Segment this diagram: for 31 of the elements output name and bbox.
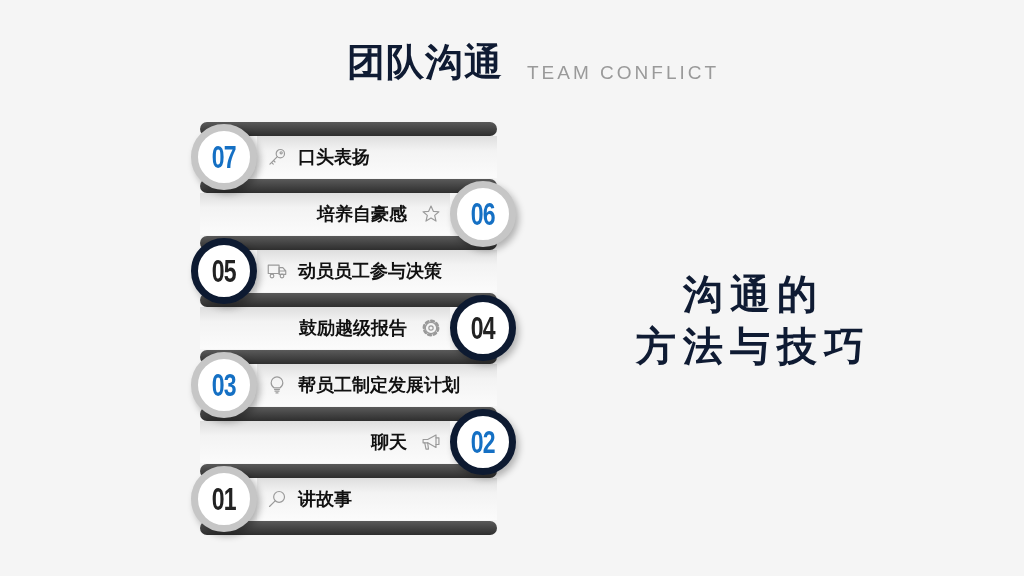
step-number: 02 (470, 426, 496, 458)
step-number: 06 (470, 198, 496, 230)
step-label: 口头表扬 (298, 147, 370, 167)
title: 团队沟通 (347, 40, 503, 85)
step-number: 03 (211, 369, 237, 401)
step-label: 帮员工制定发展计划 (298, 375, 460, 395)
label-band (200, 421, 450, 463)
number-circle (191, 352, 257, 418)
number-circle (450, 181, 516, 247)
number-circle (191, 238, 257, 304)
label-band (200, 193, 450, 235)
step-label: 聊天 (371, 432, 407, 452)
label-band (200, 307, 450, 349)
step-number: 05 (211, 255, 237, 287)
label-band (257, 136, 497, 178)
number-circle (191, 466, 257, 532)
step-number: 01 (211, 483, 237, 515)
step-label: 培养自豪感 (317, 204, 407, 224)
step-number: 04 (470, 312, 496, 344)
step-label: 动员员工参与决策 (298, 261, 442, 281)
step-label: 讲故事 (298, 489, 352, 509)
label-band (257, 478, 497, 520)
label-band (257, 364, 497, 406)
side-heading: 沟通的方法与技巧 (634, 271, 872, 370)
label-band (257, 250, 497, 292)
step-number: 07 (211, 141, 237, 173)
step-label: 鼓励越级报告 (299, 318, 407, 338)
subtitle: TEAM CONFLICT (527, 61, 720, 85)
number-circle (450, 409, 516, 475)
number-circle (450, 295, 516, 361)
number-circle (191, 124, 257, 190)
